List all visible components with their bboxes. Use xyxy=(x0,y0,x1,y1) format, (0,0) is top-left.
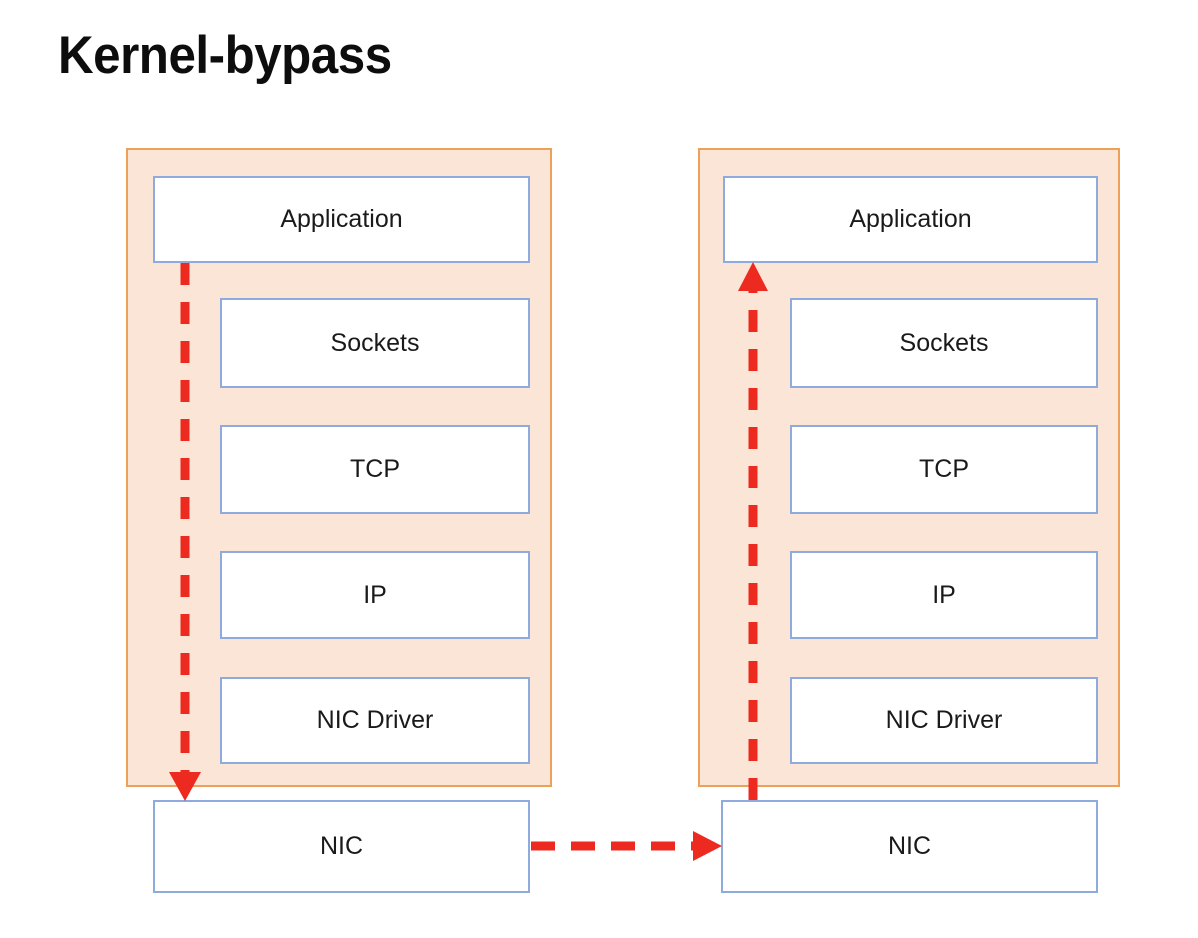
wire-arrow xyxy=(531,831,722,861)
box-left-application[interactable]: Application xyxy=(153,176,530,263)
box-left-sockets[interactable]: Sockets xyxy=(220,298,530,388)
box-left-ip[interactable]: IP xyxy=(220,551,530,639)
box-right-ip[interactable]: IP xyxy=(790,551,1098,639)
box-right-sockets[interactable]: Sockets xyxy=(790,298,1098,388)
box-left-nic[interactable]: NIC xyxy=(153,800,530,893)
page-title: Kernel-bypass xyxy=(58,26,392,85)
box-right-tcp[interactable]: TCP xyxy=(790,425,1098,514)
box-right-application[interactable]: Application xyxy=(723,176,1098,263)
box-left-tcp[interactable]: TCP xyxy=(220,425,530,514)
box-right-nic[interactable]: NIC xyxy=(721,800,1098,893)
box-right-nic-driver[interactable]: NIC Driver xyxy=(790,677,1098,764)
box-left-nic-driver[interactable]: NIC Driver xyxy=(220,677,530,764)
